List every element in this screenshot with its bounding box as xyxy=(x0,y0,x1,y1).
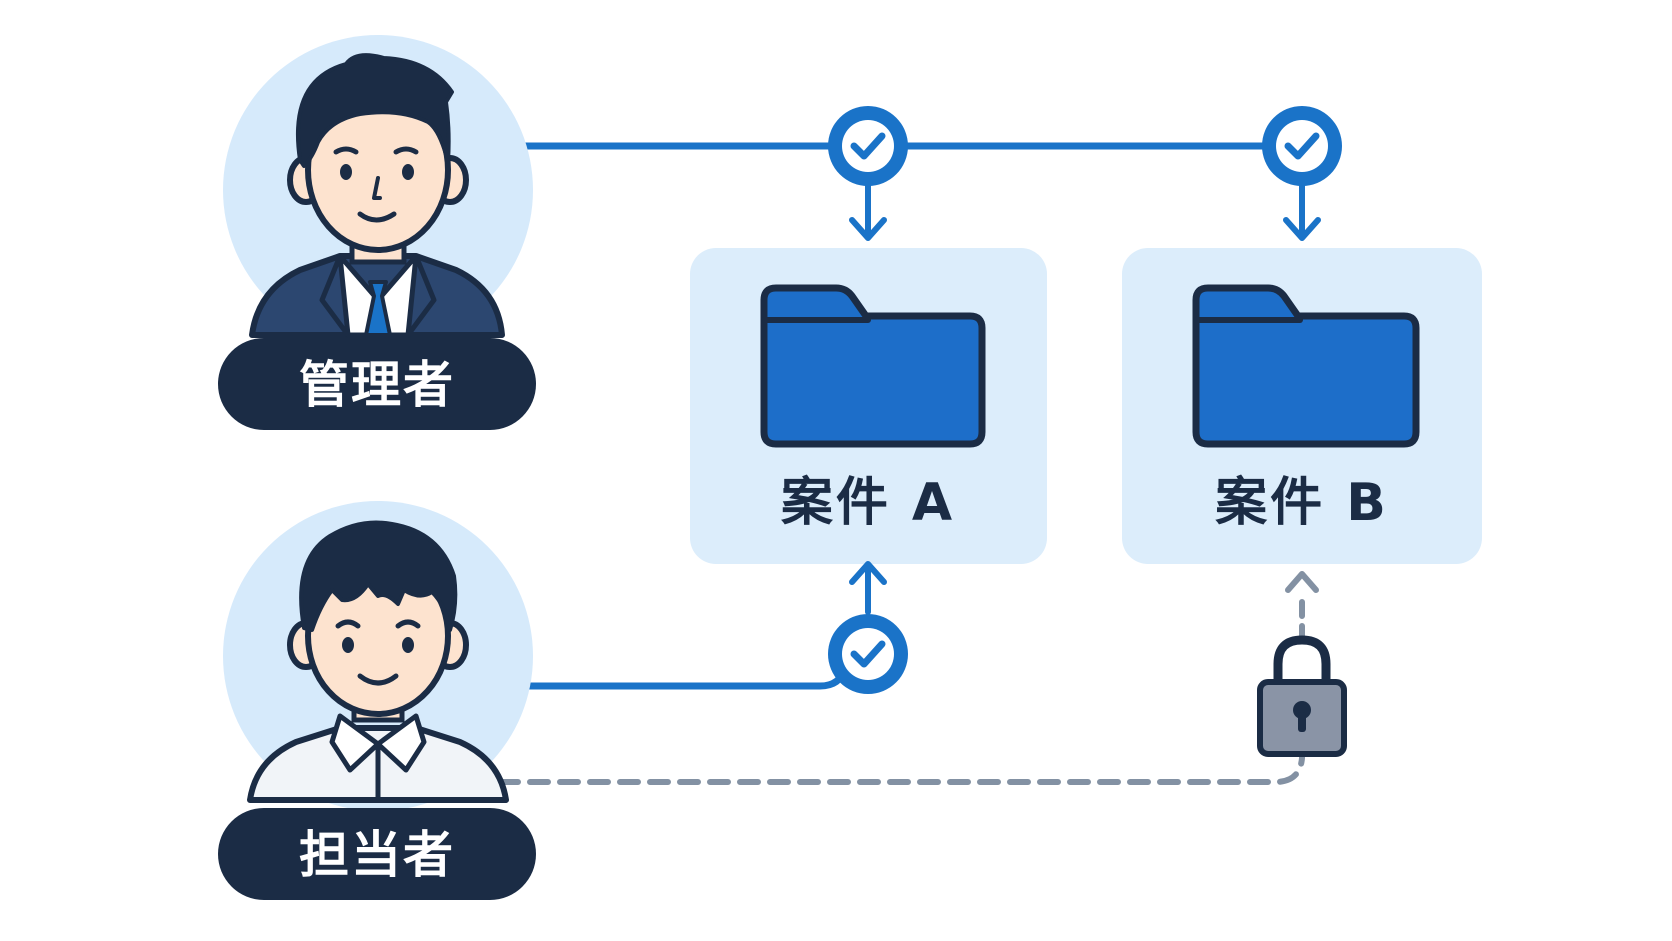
staff-avatar xyxy=(223,501,533,811)
admin-arrow-a xyxy=(849,183,887,241)
folder-a-label: 案件 A xyxy=(781,473,955,533)
folder-panel-b[interactable]: 案件 B xyxy=(1122,248,1482,564)
staff-arrow-a xyxy=(849,561,887,615)
check-circle-icon xyxy=(828,106,908,186)
staff-role-text: 担当者 xyxy=(299,826,455,884)
folder-b-label: 案件 B xyxy=(1215,473,1389,533)
staff-arrow-b-denied xyxy=(1285,571,1319,593)
admin-role-label: 管理者 xyxy=(218,338,536,430)
admin-role-text: 管理者 xyxy=(299,356,455,414)
folder-panel-a[interactable]: 案件 A xyxy=(690,248,1047,564)
admin-avatar xyxy=(223,35,533,345)
folder-a-icon xyxy=(760,284,986,448)
check-circle-icon xyxy=(1262,106,1342,186)
padlock-icon xyxy=(1257,635,1347,757)
staff-access-line-a xyxy=(520,666,849,690)
staff-role-label: 担当者 xyxy=(218,808,536,900)
admin-arrow-b xyxy=(1283,183,1321,241)
check-circle-icon xyxy=(828,614,908,694)
folder-b-icon xyxy=(1192,284,1420,448)
staff-denied-line-b xyxy=(497,745,1305,785)
